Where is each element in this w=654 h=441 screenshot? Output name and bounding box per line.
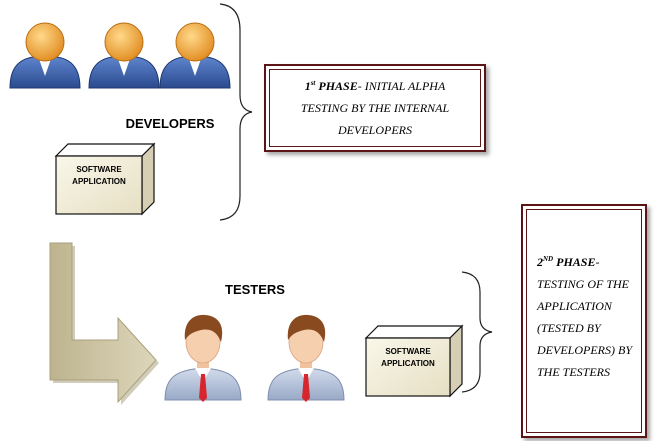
phase2-box: 2ND PHASE- TESTING OF THE APPLICATION (T… <box>521 204 647 438</box>
phase2-line3: APPLICATION <box>537 299 612 313</box>
software-box-line1: SOFTWARE <box>385 347 431 356</box>
testers-label: TESTERS <box>225 282 285 297</box>
software-box-label: SOFTWARE APPLICATION <box>56 164 142 188</box>
phase1-line1: 1st PHASE- INITIAL ALPHA <box>304 79 446 93</box>
down-right-arrow-icon <box>49 242 159 405</box>
phase2-line5: DEVELOPERS) BY <box>537 343 632 357</box>
phase1-line3: DEVELOPERS <box>338 123 412 137</box>
tester-person-icon <box>267 314 345 402</box>
software-application-box <box>364 324 464 398</box>
phase1-text: 1st PHASE- INITIAL ALPHA TESTING BY THE … <box>266 72 484 141</box>
tester-person-icon <box>164 314 242 402</box>
phase1-box: 1st PHASE- INITIAL ALPHA TESTING BY THE … <box>264 64 486 152</box>
developer-person-icon <box>159 22 231 89</box>
software-box-label: SOFTWARE APPLICATION <box>366 346 450 370</box>
software-box-line2: APPLICATION <box>72 177 126 186</box>
curly-brace-testers <box>461 271 493 393</box>
curly-brace-developers <box>219 3 253 221</box>
software-box-line2: APPLICATION <box>381 359 435 368</box>
phase2-text: 2ND PHASE- TESTING OF THE APPLICATION (T… <box>537 248 643 383</box>
phase1-line2: TESTING BY THE INTERNAL <box>300 101 450 115</box>
software-application-box <box>54 142 156 216</box>
phase2-line6: THE TESTERS <box>537 365 611 379</box>
phase2-line1: 2ND PHASE- <box>537 255 600 269</box>
developer-person-icon <box>9 22 81 89</box>
phase2-line4: (TESTED BY <box>537 321 601 335</box>
developer-person-icon <box>88 22 160 89</box>
software-box-line1: SOFTWARE <box>76 165 122 174</box>
developers-label: DEVELOPERS <box>125 116 215 131</box>
phase2-line2: TESTING OF THE <box>537 277 630 291</box>
